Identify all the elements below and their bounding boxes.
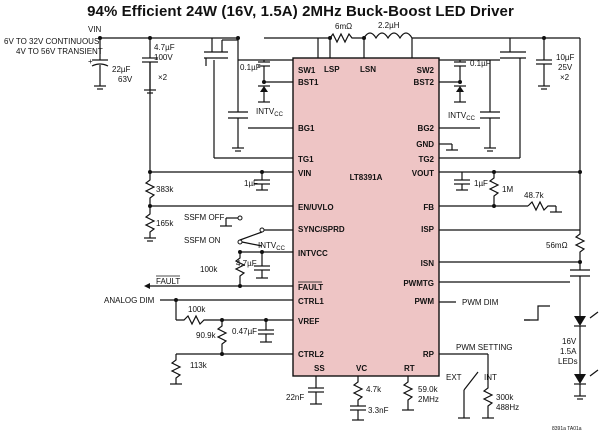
c22n-value: 22nF — [286, 393, 304, 402]
intvcc-switch: INTVCC — [258, 241, 286, 252]
pin-bg1: BG1 — [298, 124, 315, 133]
intvcc-left: INTVCC — [256, 107, 284, 118]
ssfm-on-label: SSFM ON — [184, 236, 221, 245]
pwm-setting-label: PWM SETTING — [456, 343, 512, 352]
pin-sw2: SW2 — [417, 66, 435, 75]
pin-vin: VIN — [298, 169, 312, 178]
pin-tg1: TG1 — [298, 155, 314, 164]
int-label: INT — [484, 373, 497, 382]
pin-bst2: BST2 — [414, 78, 435, 87]
r590-value: 59.0k — [418, 385, 439, 394]
pin-gnd: GND — [416, 140, 434, 149]
pin-pwmtg: PWMTG — [403, 279, 434, 288]
f2m-value: 2MHz — [418, 395, 439, 404]
r100k-b-value: 100k — [188, 305, 206, 314]
ext-label: EXT — [446, 373, 462, 382]
pin-ss: SS — [314, 364, 325, 373]
c33n-value: 3.3nF — [368, 406, 389, 415]
cout-voltage: 25V — [558, 63, 573, 72]
pin-tg2: TG2 — [418, 155, 434, 164]
cvin-value: 1µF — [244, 179, 258, 188]
r1m-value: 1M — [502, 185, 513, 194]
r487-value: 48.7k — [524, 191, 545, 200]
c47-value: 4.7µF — [236, 259, 257, 268]
rsense-value: 6mΩ — [335, 22, 352, 31]
figure-code: 8391a TA01a — [552, 426, 582, 432]
pwm-dim-label: PWM DIM — [462, 298, 499, 307]
r56-value: 56mΩ — [546, 241, 568, 250]
c1-voltage: 100V — [154, 53, 173, 62]
c1-value: 4.7µF — [154, 43, 175, 52]
svg-text:+: + — [88, 57, 93, 66]
vin-transient: 4V TO 56V TRANSIENT — [16, 47, 103, 56]
pin-ctrl1: CTRL1 — [298, 297, 324, 306]
led-current: 1.5A — [560, 347, 577, 356]
pin-fb: FB — [423, 203, 434, 212]
pin-vref: VREF — [298, 317, 319, 326]
c047-value: 0.47µF — [232, 327, 257, 336]
pin-isn: ISN — [421, 259, 435, 268]
ssfm-off-label: SSFM OFF — [184, 213, 225, 222]
pin-sync-sprd: SYNC/SPRD — [298, 225, 345, 234]
cbst2-value: 0.1µF — [470, 59, 491, 68]
pin-lsp: LSP — [324, 65, 340, 74]
fault-label: FAULT — [156, 277, 180, 286]
inductor-value: 2.2µH — [378, 21, 400, 30]
vin-continuous: 6V TO 32V CONTINUOUS — [4, 37, 99, 46]
pin-sw1: SW1 — [298, 66, 316, 75]
r909-value: 90.9k — [196, 331, 217, 340]
cbst1-value: 0.1µF — [240, 63, 261, 72]
r165-value: 165k — [156, 219, 174, 228]
cin-voltage: 63V — [118, 75, 133, 84]
c1-count: ×2 — [158, 73, 168, 82]
chip-name: LT8391A — [350, 173, 383, 182]
cvout-value: 1µF — [474, 179, 488, 188]
r100k-a-value: 100k — [200, 265, 218, 274]
pin-intvcc: INTVCC — [298, 249, 328, 258]
diagram-title: 94% Efficient 24W (16V, 1.5A) 2MHz Buck-… — [87, 3, 514, 20]
pin-en-uvlo: EN/UVLO — [298, 203, 334, 212]
vin-label: VIN — [88, 25, 102, 34]
f488-value: 488Hz — [496, 403, 519, 412]
intvcc-right: INTVCC — [448, 111, 476, 122]
pin-pwm: PWM — [414, 297, 434, 306]
r113-value: 113k — [190, 361, 208, 370]
chip-body — [292, 57, 440, 377]
pin-fault: FAULT — [298, 283, 323, 292]
r383-value: 383k — [156, 185, 174, 194]
cin-value: 22µF — [112, 65, 131, 74]
pin-isp: ISP — [421, 225, 435, 234]
cout-count: ×2 — [560, 73, 570, 82]
pin-lsn: LSN — [360, 65, 376, 74]
pin-rt: RT — [404, 364, 415, 373]
pin-rp: RP — [423, 350, 435, 359]
cout-value: 10µF — [556, 53, 575, 62]
pin-bst1: BST1 — [298, 78, 319, 87]
pin-ctrl2: CTRL2 — [298, 350, 324, 359]
analog-dim-label: ANALOG DIM — [104, 296, 155, 305]
r300-value: 300k — [496, 393, 514, 402]
led-label: LEDs — [558, 357, 578, 366]
r47k-value: 4.7k — [366, 385, 382, 394]
pin-vc: VC — [356, 364, 367, 373]
pin-bg2: BG2 — [418, 124, 435, 133]
led-voltage: 16V — [562, 337, 577, 346]
pin-vout: VOUT — [412, 169, 434, 178]
